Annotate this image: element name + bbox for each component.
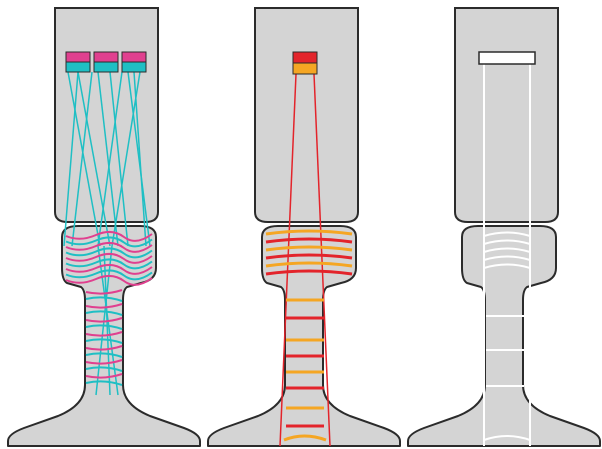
rail-cross-section xyxy=(407,225,601,447)
echo-wave-web xyxy=(85,373,123,379)
coverage-arc-head xyxy=(483,263,531,269)
echo-pattern xyxy=(65,231,153,386)
beam-line xyxy=(63,71,79,247)
panel-single-probe xyxy=(207,7,401,447)
panel-phased-array xyxy=(7,7,201,447)
beam-line xyxy=(127,71,151,247)
echo-wave-web xyxy=(85,380,123,386)
beam-line xyxy=(97,71,119,247)
probe-housing xyxy=(254,7,359,223)
probe-housing xyxy=(454,7,559,223)
coverage-arc-head xyxy=(483,231,531,237)
transducer-single-top xyxy=(292,51,318,64)
echo-pattern xyxy=(265,229,353,442)
beam-line xyxy=(71,71,93,247)
echo-wave-head xyxy=(65,264,153,275)
beam-right xyxy=(313,73,331,447)
beam-line xyxy=(109,71,129,247)
echo-wave-head xyxy=(65,253,153,264)
echo-wave-head xyxy=(65,269,153,281)
coverage-lines xyxy=(483,64,531,446)
echo-wave-web xyxy=(85,289,123,295)
coverage-arc-head xyxy=(483,247,531,253)
transducer-element-bottom-2 xyxy=(93,61,119,73)
echo-wave-web xyxy=(85,310,123,316)
transducer-element-bottom-1 xyxy=(65,61,91,73)
coverage-arc-foot xyxy=(483,435,531,441)
transducer-element-bottom-3 xyxy=(121,61,147,73)
transducer-array xyxy=(65,51,147,73)
sensor-outline xyxy=(478,51,536,65)
echo-wave-web xyxy=(85,352,123,358)
echo-wave-head xyxy=(65,275,153,286)
beam-line xyxy=(97,71,123,247)
echo-wave-web xyxy=(85,331,123,337)
echo-wave-head xyxy=(65,231,153,242)
echo-band-head xyxy=(265,253,353,260)
echo-wave-web xyxy=(85,317,123,323)
transducer-outline xyxy=(478,51,536,65)
coverage-arc-head xyxy=(483,239,531,245)
echo-wave-web xyxy=(85,324,123,330)
transducer-element-top-2 xyxy=(93,51,119,63)
transducer-single-bottom xyxy=(292,62,318,75)
panel-coverage-outline xyxy=(407,7,601,447)
echo-wave-web xyxy=(85,296,123,302)
beam-left xyxy=(279,73,297,447)
echo-wave-head xyxy=(65,258,153,270)
echo-wave-web xyxy=(85,359,123,365)
beam-line xyxy=(77,71,111,247)
echo-wave-web xyxy=(85,366,123,372)
echo-wave-head xyxy=(65,236,153,248)
echo-band-head xyxy=(265,269,353,276)
echo-wave-web xyxy=(85,345,123,351)
echo-wave-web xyxy=(85,303,123,309)
transducer-element-top-1 xyxy=(65,51,91,63)
echo-wave-web xyxy=(85,338,123,344)
echo-band-foot xyxy=(283,434,327,442)
echo-band-head xyxy=(265,229,353,236)
transducer-element-top-3 xyxy=(121,51,147,63)
echo-band-head xyxy=(265,245,353,252)
echo-wave-head xyxy=(65,242,153,253)
beam-line xyxy=(67,71,101,247)
echo-band-head xyxy=(265,261,353,268)
ultrasonic-beams xyxy=(279,73,331,447)
transducer-single xyxy=(292,51,318,75)
echo-wave-head xyxy=(65,247,153,259)
echo-band-head xyxy=(265,237,353,244)
coverage-arc-head xyxy=(483,255,531,261)
rail-cross-section xyxy=(207,225,401,447)
beam-line xyxy=(133,71,147,247)
